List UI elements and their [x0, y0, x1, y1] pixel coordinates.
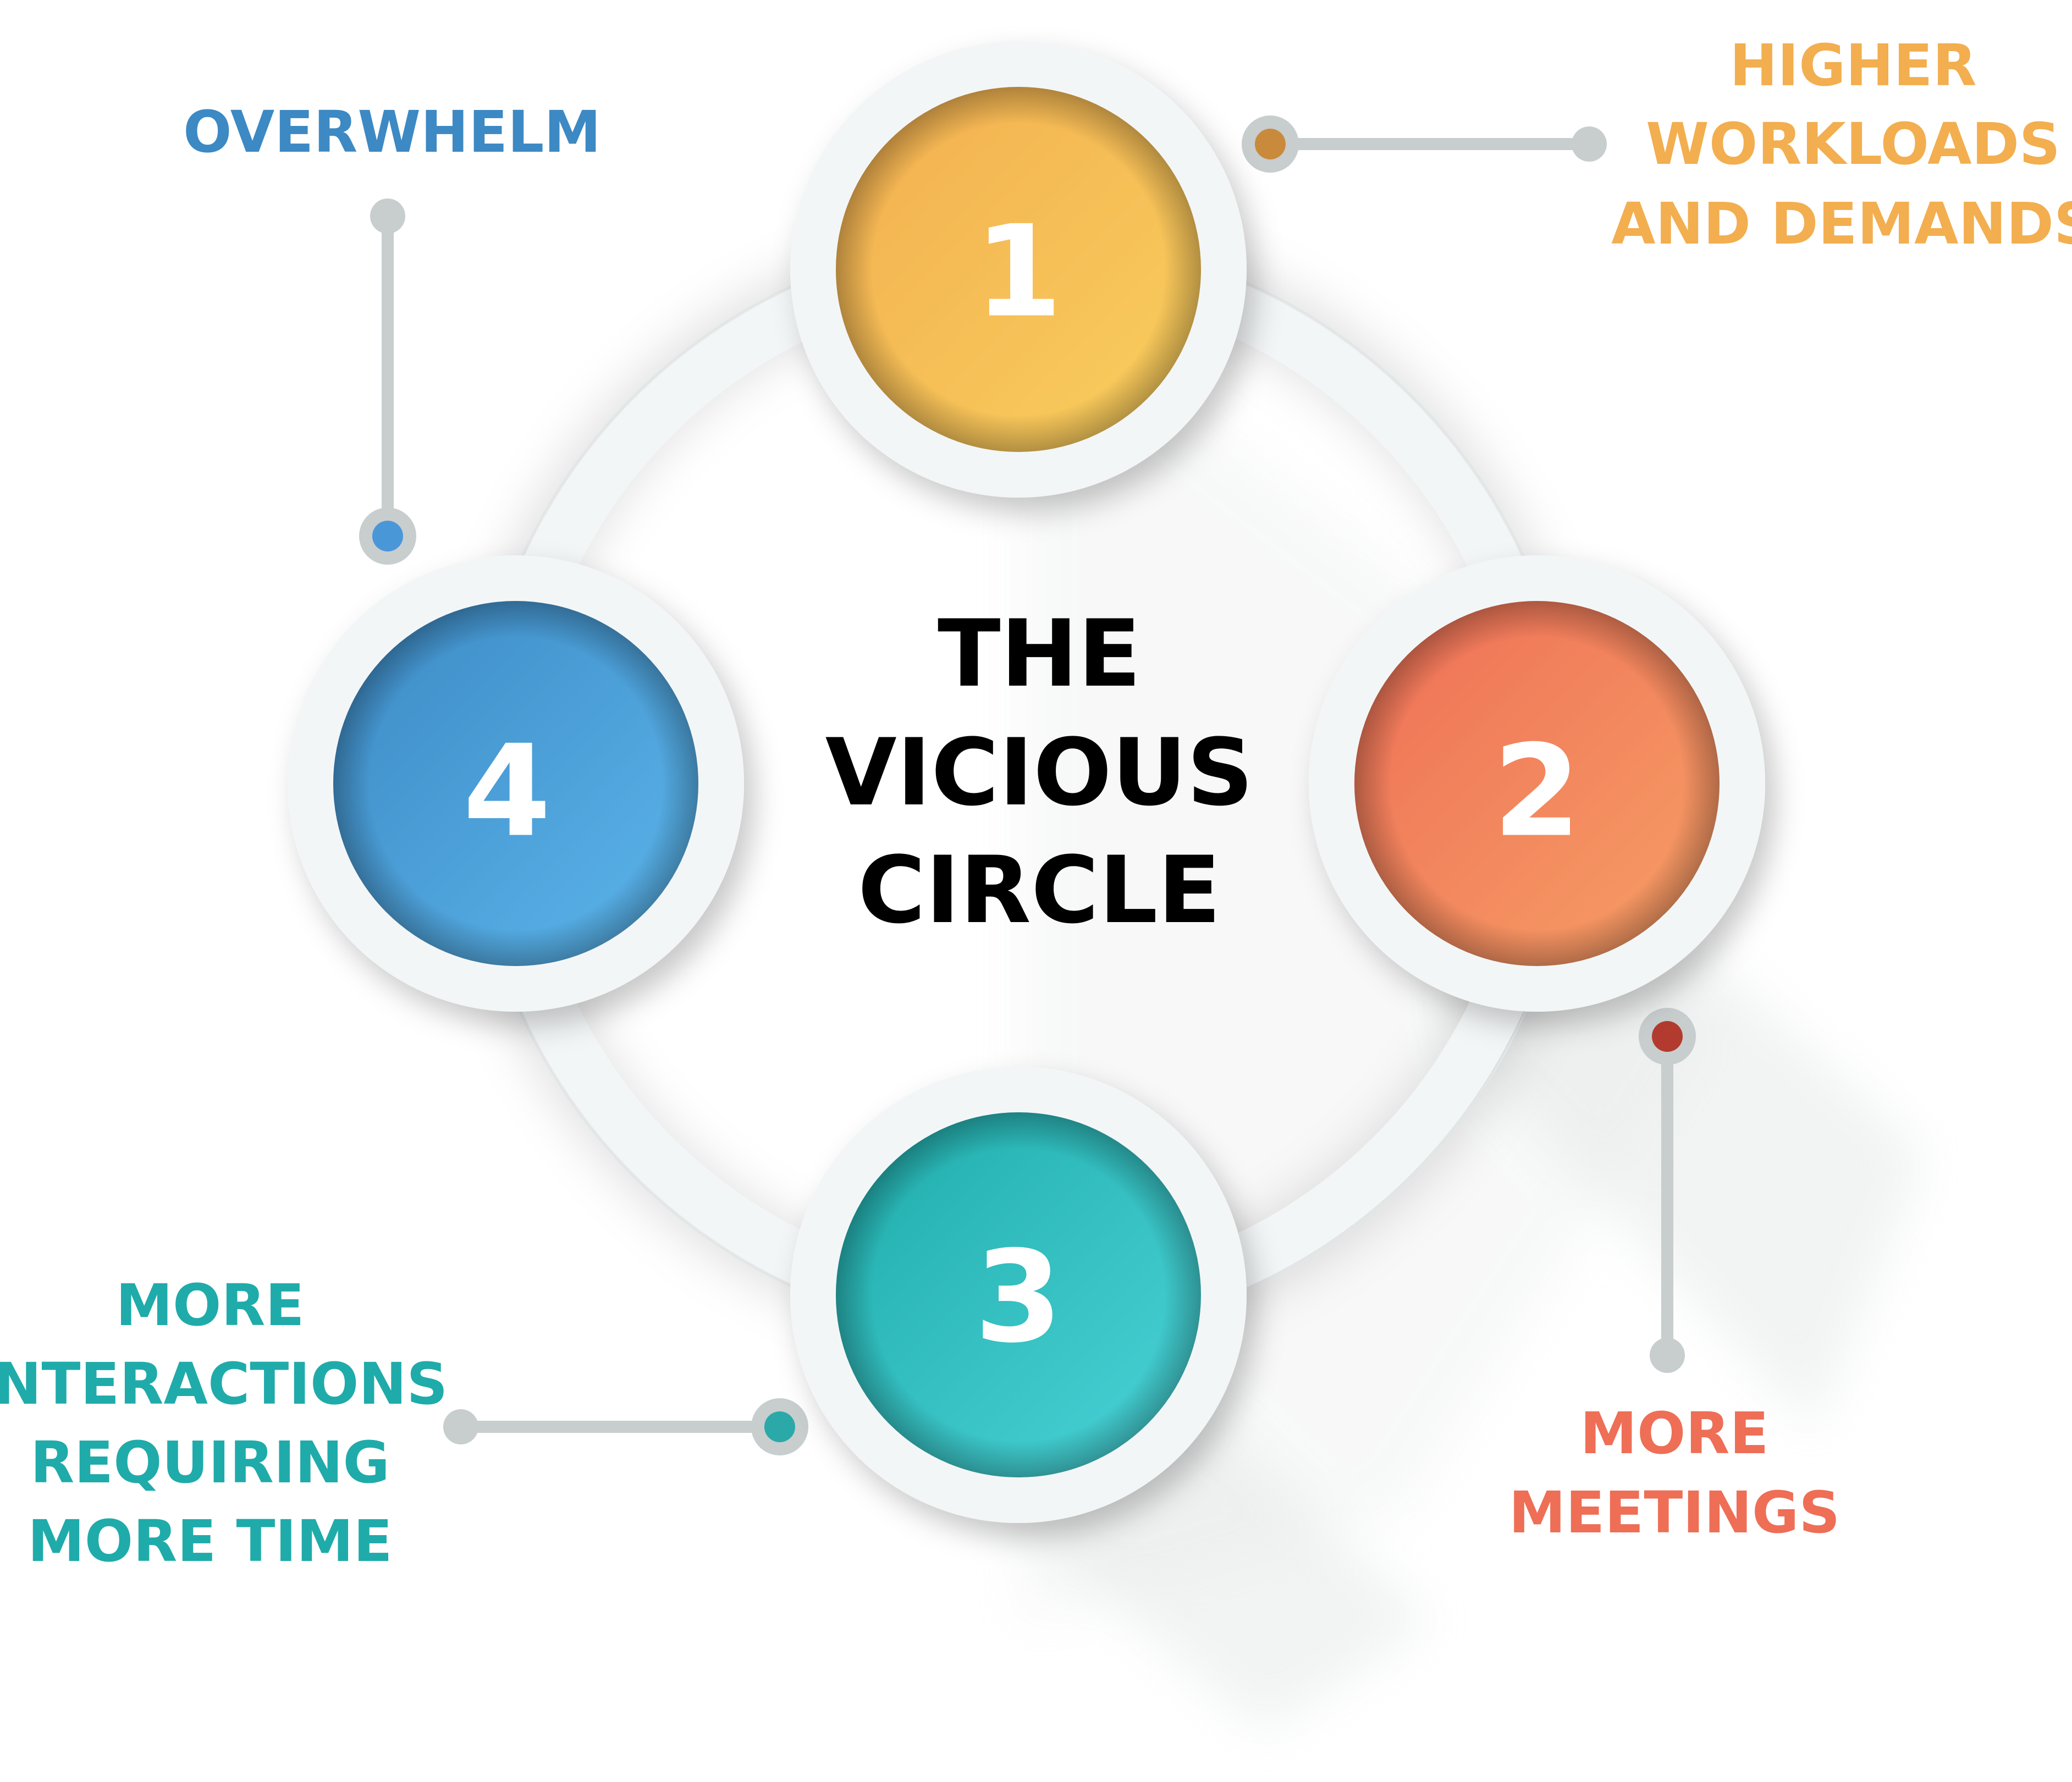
- label-3-line-3: REQUIRING: [30, 1429, 390, 1496]
- title-line-2: VICIOUS: [825, 719, 1254, 826]
- step-node-2: 2: [1309, 555, 1765, 1012]
- step-number-2: 2: [1493, 719, 1581, 865]
- connector-2: [1639, 1008, 1696, 1373]
- connector-3: [443, 1398, 808, 1455]
- title-line-3: CIRCLE: [858, 836, 1221, 944]
- connector-4: [359, 198, 416, 565]
- label-1-line-3: AND DEMANDS: [1611, 190, 2072, 257]
- label-3-line-1: MORE: [115, 1272, 304, 1339]
- label-step-1: HIGHER WORKLOADS AND DEMANDS: [1611, 32, 2072, 257]
- center-title: THE VICIOUS CIRCLE: [825, 600, 1254, 944]
- label-3-line-4: MORE TIME: [27, 1508, 392, 1575]
- step-node-3: 3: [790, 1067, 1247, 1523]
- label-3-line-2: INTERACTIONS: [0, 1350, 448, 1417]
- title-line-1: THE: [938, 600, 1141, 708]
- step-number-3: 3: [974, 1224, 1062, 1371]
- label-step-4: OVERWHELM: [183, 98, 601, 165]
- label-1-line-1: HIGHER: [1729, 32, 1976, 99]
- label-4-line-1: OVERWHELM: [183, 98, 601, 165]
- step-number-4: 4: [463, 719, 551, 865]
- label-2-line-2: MEETINGS: [1509, 1479, 1840, 1546]
- step-node-1: 1: [790, 41, 1247, 498]
- connector-1: [1242, 115, 1607, 173]
- step-number-1: 1: [974, 199, 1062, 346]
- label-step-2: MORE MEETINGS: [1509, 1400, 1840, 1546]
- label-step-3: MORE INTERACTIONS REQUIRING MORE TIME: [0, 1272, 448, 1575]
- label-1-line-2: WORKLOADS: [1646, 111, 2060, 178]
- step-node-4: 4: [288, 555, 744, 1012]
- label-2-line-1: MORE: [1580, 1400, 1768, 1467]
